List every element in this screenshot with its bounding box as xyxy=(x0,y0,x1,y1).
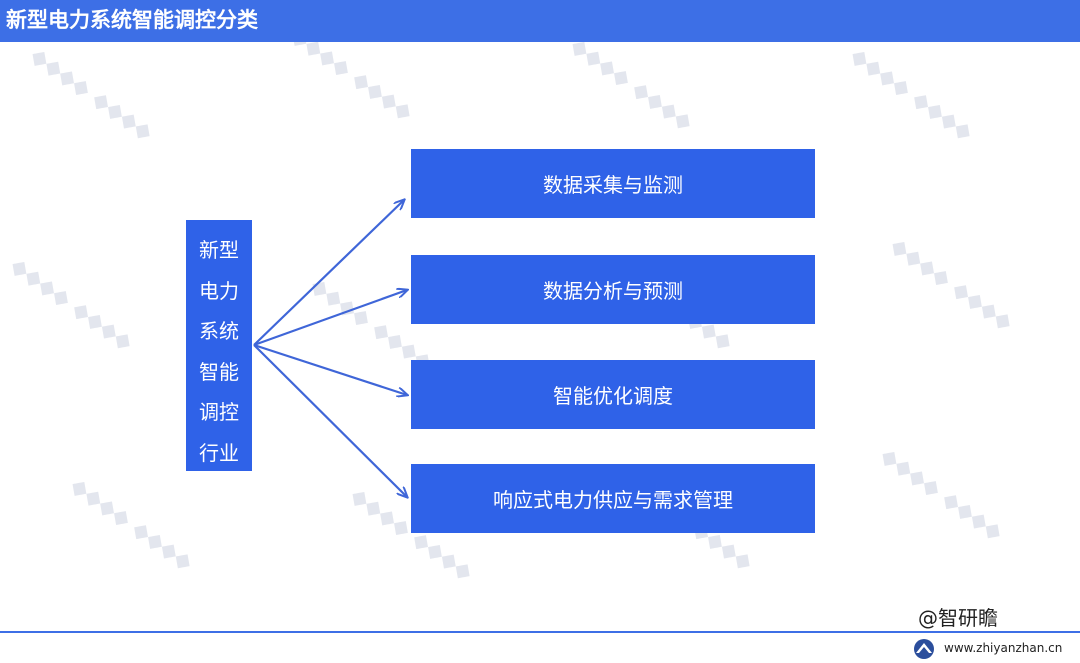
brand-name: @智研瞻 xyxy=(918,606,998,630)
root-node-line: 调控 xyxy=(199,400,239,424)
arrow-to-branch-1 xyxy=(253,200,404,346)
branch-node-optimal-dispatch: 智能优化调度 xyxy=(411,360,815,429)
root-node-line: 行业 xyxy=(199,440,239,465)
branch-node-data-analysis: 数据分析与预测 xyxy=(411,255,815,324)
header-bar: 新型电力系统智能调控分类 xyxy=(0,0,1080,42)
brand-logo-icon xyxy=(914,639,934,659)
root-node: 新型 电力 系统 智能 调控 行业 xyxy=(186,220,252,471)
page-title: 新型电力系统智能调控分类 xyxy=(6,7,258,32)
arrow-to-branch-2 xyxy=(253,290,407,347)
root-node-line: 智能 xyxy=(199,359,239,384)
brand-url: www.zhiyanzhan.cn xyxy=(944,641,1063,655)
arrow-to-branch-4 xyxy=(253,344,407,497)
arrow-to-branch-3 xyxy=(253,343,407,395)
root-node-line: 系统 xyxy=(199,319,239,343)
branch-node-data-collection: 数据采集与监测 xyxy=(411,149,815,218)
root-node-line: 新型 xyxy=(199,238,239,262)
branch-node-demand-response: 响应式电力供应与需求管理 xyxy=(411,464,815,533)
footer-divider xyxy=(0,631,1080,633)
root-node-line: 电力 xyxy=(199,278,239,303)
